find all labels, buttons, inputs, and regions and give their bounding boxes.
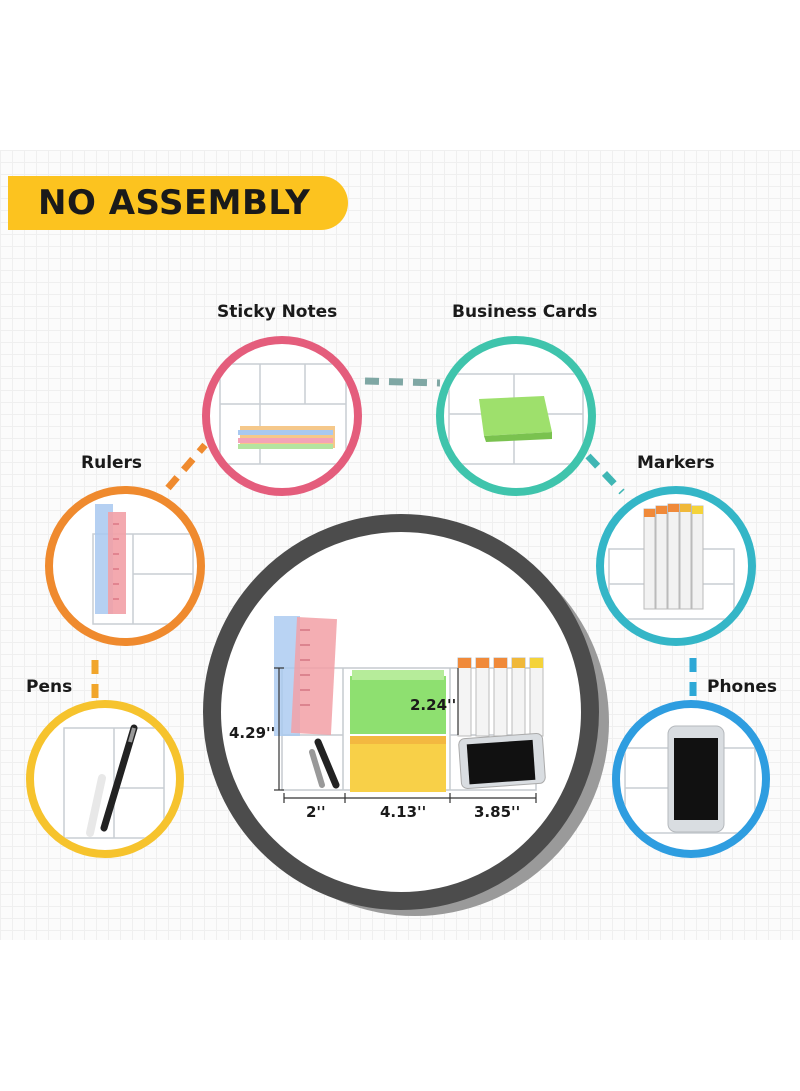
- markers-ring: [596, 486, 756, 646]
- label-phones: Phones: [707, 677, 777, 697]
- dimension-height: 4.29'': [229, 724, 276, 742]
- sticky-notes-icon: [219, 363, 347, 465]
- dimension-inner-height: 2.24'': [410, 696, 457, 714]
- no-assembly-banner: NO ASSEMBLY: [8, 176, 348, 230]
- ruler-icon: [92, 504, 194, 625]
- dimension-width-middle: 4.13'': [380, 803, 427, 821]
- label-business-cards: Business Cards: [452, 302, 598, 322]
- label-pens: Pens: [26, 677, 73, 697]
- marker-icon: [608, 503, 735, 620]
- label-rulers: Rulers: [81, 453, 143, 473]
- phone-icon: [624, 725, 756, 834]
- dimension-width-right: 3.85'': [474, 803, 521, 821]
- phones-ring: [612, 700, 770, 858]
- dimension-width-left: 2'': [306, 803, 326, 821]
- sticky-notes-ring: [202, 336, 362, 496]
- label-markers: Markers: [637, 453, 715, 473]
- business-cards-ring: [436, 336, 596, 496]
- rulers-ring: [45, 486, 205, 646]
- pen-icon: [63, 724, 165, 839]
- banner-title: NO ASSEMBLY: [38, 183, 311, 223]
- pens-ring: [26, 700, 184, 858]
- business-cards-icon: [448, 373, 584, 465]
- label-sticky-notes: Sticky Notes: [217, 302, 338, 322]
